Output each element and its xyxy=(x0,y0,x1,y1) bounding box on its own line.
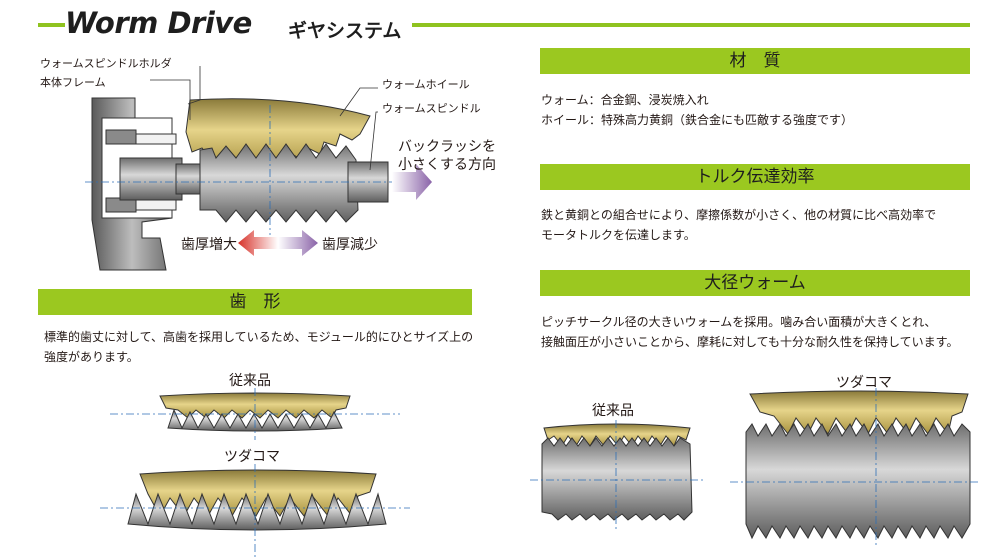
worm-drive-diagram xyxy=(85,66,432,271)
label-tooth-decrease: 歯厚減少 xyxy=(322,237,378,253)
torque-line1: 鉄と黄銅との組合せにより、摩擦係数が小さく、他の材質に比べ高効率で xyxy=(541,208,937,222)
tsudakoma-worm-figure xyxy=(730,388,980,548)
label-spindle-holder: ウォームスピンドルホルダ xyxy=(40,57,172,70)
conventional-worm-figure xyxy=(530,420,705,530)
section-heading-material: 材 質 xyxy=(540,48,970,74)
section-heading-large-worm: 大径ウォーム xyxy=(540,270,970,296)
large-worm-line2: 接触面圧が小さいことから、摩耗に対しても十分な耐久性を保持しています。 xyxy=(541,335,959,349)
label-backlash-line2: 小さくする方向 xyxy=(398,157,496,173)
torque-line2: モータトルクを伝達します。 xyxy=(541,228,696,242)
tooth-profile-text-line2: 強度があります。 xyxy=(44,350,139,364)
label-tooth-increase: 歯厚増大 xyxy=(181,237,237,253)
label-worm-spindle: ウォームスピンドル xyxy=(382,102,481,115)
section-heading-torque: トルク伝達効率 xyxy=(540,164,970,190)
header-line-right xyxy=(412,23,970,27)
material-line1: ウォーム：合金鋼、浸炭焼入れ xyxy=(541,93,709,107)
label-worm-wheel: ウォームホイール xyxy=(382,78,470,91)
label-backlash-line1: バックラッシを xyxy=(398,139,496,155)
section-heading-tooth-profile: 歯 形 xyxy=(38,289,472,315)
tsudakoma-tooth-figure xyxy=(100,464,410,558)
page-title: Worm Drive xyxy=(65,6,252,40)
large-worm-label-tsudakoma: ツダコマ xyxy=(836,375,892,391)
tooth-profile-label-conventional: 従来品 xyxy=(229,373,271,389)
page-subtitle: ギヤシステム xyxy=(288,20,402,42)
large-worm-label-conventional: 従来品 xyxy=(592,403,634,419)
conventional-tooth-figure xyxy=(110,388,400,440)
large-worm-line1: ピッチサークル径の大きいウォームを採用。噛み合い面積が大きくとれ、 xyxy=(541,315,937,329)
tooth-profile-label-tsudakoma: ツダコマ xyxy=(224,449,280,465)
material-line2: ホイール：特殊高力黄銅（鉄合金にも匹敵する強度です） xyxy=(541,113,854,127)
label-body-frame: 本体フレーム xyxy=(40,76,106,89)
tooth-profile-text-line1: 標準的歯丈に対して、高歯を採用しているため、モジュール的にひとサイズ上の xyxy=(44,330,474,344)
header-line-left xyxy=(38,23,65,27)
